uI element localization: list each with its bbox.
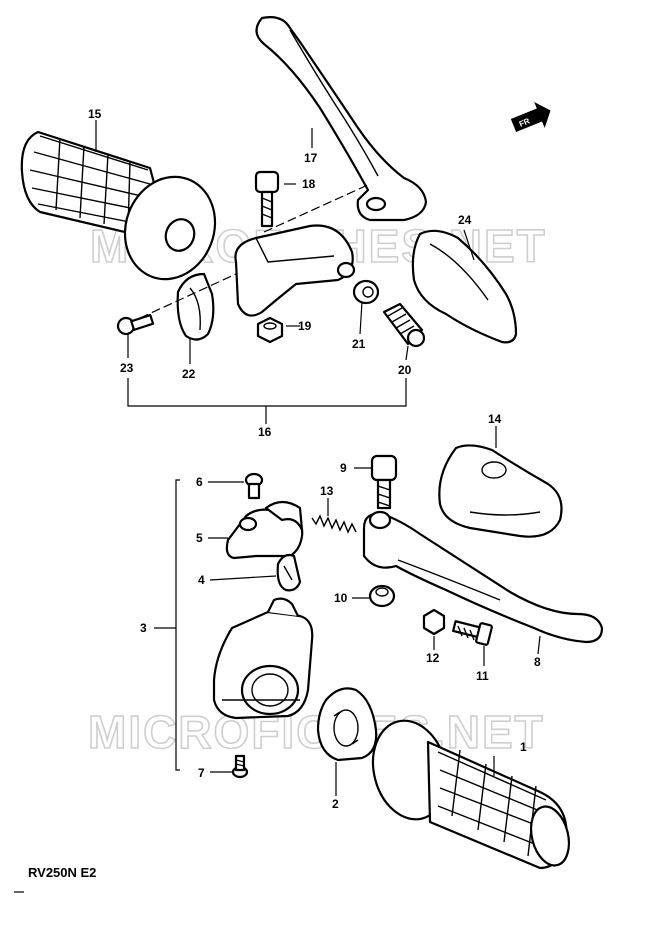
model-label: RV250N E2 xyxy=(28,865,96,880)
callout-11: 11 xyxy=(476,669,489,683)
callout-5: 5 xyxy=(196,531,203,545)
perch-clamp xyxy=(176,272,215,341)
holder-clip xyxy=(225,500,304,560)
switch-housing xyxy=(212,597,314,720)
front-direction-arrow: FR xyxy=(510,102,551,132)
callout-21: 21 xyxy=(352,337,366,351)
pivot-bolt-upper xyxy=(254,170,280,228)
leader-lines xyxy=(95,120,541,796)
callout-15: 15 xyxy=(88,107,102,121)
brake-lever-boot xyxy=(438,444,563,538)
left-grip xyxy=(20,130,217,281)
callout-19: 19 xyxy=(298,319,312,333)
callout-13: 13 xyxy=(320,484,334,498)
watermark-lower: MICROFICHES.NET xyxy=(88,706,545,758)
callout-23: 23 xyxy=(120,361,134,375)
brake-lever xyxy=(362,510,604,644)
clutch-lever xyxy=(255,16,428,222)
lever-boot xyxy=(411,229,518,344)
direction-tag: FR xyxy=(518,116,531,128)
assembly-line-upper xyxy=(139,183,371,319)
callout-24: 24 xyxy=(458,213,472,227)
callout-9: 9 xyxy=(340,461,347,475)
callout-14: 14 xyxy=(488,412,502,426)
callout-17: 17 xyxy=(304,151,318,165)
callout-16: 16 xyxy=(258,425,272,439)
holder-spacer xyxy=(276,553,302,592)
callout-3: 3 xyxy=(140,621,147,635)
pivot-bolt-lower xyxy=(370,454,398,510)
callout-10: 10 xyxy=(334,591,348,605)
callout-4: 4 xyxy=(198,573,205,587)
callout-labels: 1 2 3 4 5 6 7 8 9 10 11 12 13 14 15 16 1… xyxy=(88,107,541,811)
clamp-screw xyxy=(116,314,155,336)
callout-2: 2 xyxy=(332,797,339,811)
lock-nut-lower xyxy=(422,608,446,636)
callout-20: 20 xyxy=(398,363,412,377)
holder-screw-upper xyxy=(244,472,264,500)
lock-nut-upper xyxy=(256,316,284,344)
adjuster-bolt xyxy=(452,620,493,646)
callout-1: 1 xyxy=(520,740,527,754)
callout-8: 8 xyxy=(534,655,541,669)
holder-screw-lower xyxy=(231,754,249,779)
callout-12: 12 xyxy=(426,651,440,665)
right-grip xyxy=(371,719,571,870)
callout-7: 7 xyxy=(198,766,205,780)
lever-bracket xyxy=(234,224,356,317)
lever-collar xyxy=(368,584,396,608)
callout-18: 18 xyxy=(302,177,316,191)
return-spring xyxy=(311,514,357,534)
cable-adjuster xyxy=(382,302,426,348)
callout-6: 6 xyxy=(196,475,203,489)
callout-22: 22 xyxy=(182,367,196,381)
throttle-collar xyxy=(316,687,378,762)
cable-adjuster-nut xyxy=(352,279,380,305)
